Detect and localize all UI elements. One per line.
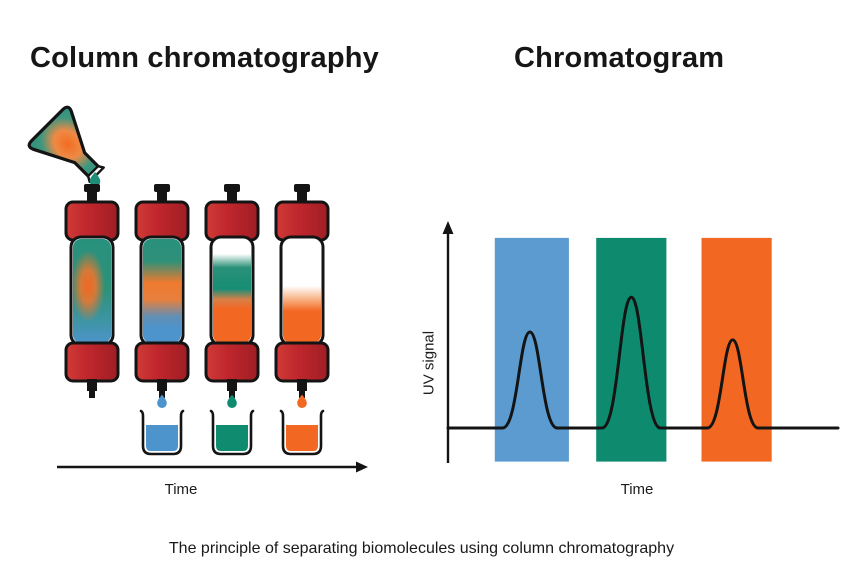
column-outlet: [159, 390, 165, 398]
collection-beaker-blue: [139, 409, 185, 456]
beaker-outline: [279, 409, 325, 456]
time-label-left: Time: [164, 481, 198, 498]
column-stage-4: [274, 184, 330, 398]
uv-signal-axis: [442, 221, 454, 463]
column-bottom-fitting: [204, 341, 260, 383]
column-top-fitting: [204, 200, 260, 242]
column-bottom-fitting: [64, 341, 120, 383]
column-top-fitting: [274, 200, 330, 242]
arrowhead-right-icon: [356, 461, 368, 473]
flask-body: [27, 105, 102, 180]
beaker-liquid: [146, 425, 178, 451]
arrowhead-up-icon: [442, 221, 454, 234]
eluate-drop-green: [227, 394, 237, 408]
left-panel-title: Column chromatography: [30, 42, 379, 74]
beaker-liquid: [216, 425, 248, 451]
eluate-drop-orange: [297, 394, 307, 408]
column-stage-1: [64, 184, 120, 398]
column-outlet: [299, 390, 305, 398]
column-contents-last-band: [283, 239, 321, 343]
time-arrow: [57, 461, 368, 473]
column-top-fitting: [64, 200, 120, 242]
uv-signal-label: UV signal: [420, 330, 438, 396]
collection-beaker-green: [209, 409, 255, 456]
column-top-cap: [154, 184, 170, 192]
chromatogram-title: Chromatogram: [514, 42, 725, 74]
column-top-fitting: [134, 200, 190, 242]
column-contents-mixed: [73, 239, 111, 343]
uv-signal-curve: [446, 295, 840, 430]
sample-flask: [27, 105, 105, 183]
column-stage-3: [204, 184, 260, 398]
chromatogram-plot: [442, 221, 840, 463]
flask-drop: [89, 171, 101, 187]
column-outlet: [89, 390, 95, 398]
caption: The principle of separating biomolecules…: [168, 540, 675, 557]
column-top-cap: [294, 184, 310, 192]
column-bottom-fitting: [134, 341, 190, 383]
beaker-outline: [139, 409, 185, 456]
column-top-cap: [84, 184, 100, 192]
column-outlet: [229, 390, 235, 398]
time-label-right: Time: [620, 481, 654, 498]
column-contents-separating: [143, 239, 181, 343]
column-top-cap: [224, 184, 240, 192]
column-contents-two-bands: [213, 239, 251, 343]
column-bottom-fitting: [274, 341, 330, 383]
eluate-drop-blue: [157, 394, 167, 408]
beaker-liquid: [286, 425, 318, 451]
column-stage-2: [134, 184, 190, 398]
chromatogram-band: [596, 237, 667, 462]
collection-beaker-orange: [279, 409, 325, 456]
beaker-outline: [209, 409, 255, 456]
